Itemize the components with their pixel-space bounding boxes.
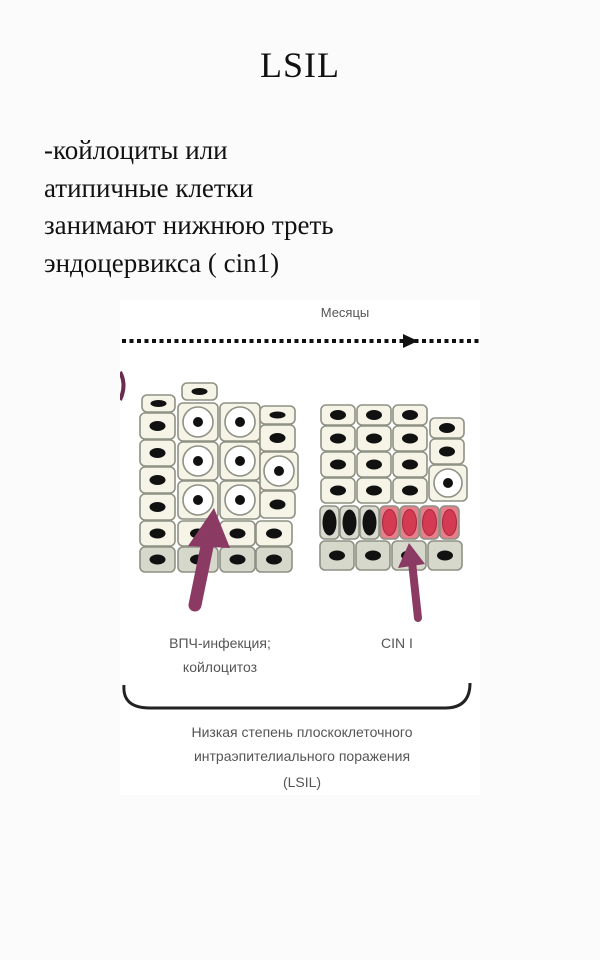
nucleus bbox=[342, 509, 357, 536]
nucleus bbox=[229, 554, 246, 565]
nucleus bbox=[274, 466, 284, 476]
nucleus bbox=[193, 417, 203, 427]
nucleus bbox=[366, 433, 382, 444]
nucleus bbox=[149, 475, 166, 485]
nucleus bbox=[439, 423, 455, 433]
nucleus bbox=[362, 509, 377, 536]
nucleus bbox=[149, 528, 166, 539]
nucleus bbox=[322, 509, 337, 536]
nucleus bbox=[193, 495, 203, 505]
caption-line3: (LSIL) bbox=[283, 774, 321, 790]
nucleus bbox=[442, 509, 457, 536]
nucleus bbox=[269, 411, 286, 419]
nucleus bbox=[269, 499, 286, 510]
caption-line1: Низкая степень плоскоклеточного bbox=[191, 724, 412, 740]
nucleus bbox=[191, 388, 208, 395]
grouping-brace bbox=[122, 682, 472, 710]
right-label-cin1: CIN I bbox=[381, 635, 413, 651]
nucleus bbox=[330, 410, 346, 420]
caption-line2: интраэпителиального поражения bbox=[194, 748, 410, 764]
cell-groups bbox=[139, 382, 468, 573]
nucleus bbox=[149, 448, 166, 458]
nucleus bbox=[366, 485, 382, 496]
lsil-diagram: Месяцы ВПЧ-инфекция; койлоцитоз CIN I Ни… bbox=[120, 300, 480, 795]
nucleus bbox=[235, 495, 245, 505]
arrows bbox=[188, 508, 425, 622]
left-label-line2: койлоцитоз bbox=[183, 659, 257, 675]
nucleus bbox=[266, 554, 282, 565]
nucleus bbox=[366, 459, 382, 470]
nucleus bbox=[365, 550, 381, 561]
nucleus bbox=[235, 456, 245, 466]
nucleus bbox=[402, 410, 418, 420]
nucleus bbox=[193, 456, 203, 466]
left-label-line1: ВПЧ-инфекция; bbox=[169, 635, 271, 651]
nucleus bbox=[229, 528, 246, 539]
nucleus bbox=[329, 550, 345, 561]
nucleus bbox=[366, 410, 382, 420]
nucleus bbox=[150, 400, 167, 407]
body-line: занимают нижнюю треть bbox=[44, 210, 334, 240]
time-axis-arrowhead bbox=[403, 334, 418, 348]
nucleus bbox=[402, 485, 418, 496]
nucleus bbox=[330, 459, 346, 470]
right-arrow-head bbox=[398, 543, 425, 568]
nucleus bbox=[266, 528, 282, 539]
nucleus bbox=[382, 509, 397, 536]
nucleus bbox=[149, 554, 166, 565]
body-line: -койлоциты или bbox=[44, 135, 228, 165]
right-arrow-shaft bbox=[408, 558, 422, 622]
nucleus bbox=[437, 550, 453, 561]
body-line: атипичные клетки bbox=[44, 172, 254, 203]
nucleus bbox=[402, 509, 417, 536]
nucleus bbox=[402, 459, 418, 470]
nucleus bbox=[149, 502, 166, 512]
slide-body-text: -койлоциты или атипичные клетки занимают… bbox=[44, 132, 334, 282]
nucleus bbox=[330, 433, 346, 444]
nucleus bbox=[269, 433, 286, 443]
nucleus bbox=[439, 446, 455, 457]
axis-label-months: Месяцы bbox=[321, 305, 370, 320]
purple-edge-mark bbox=[120, 371, 126, 401]
nucleus bbox=[235, 417, 245, 427]
nucleus bbox=[402, 433, 418, 444]
nucleus bbox=[330, 485, 346, 496]
slide-title: LSIL bbox=[260, 45, 340, 85]
nucleus bbox=[443, 478, 453, 488]
left-arrow-head bbox=[188, 508, 230, 548]
nucleus bbox=[422, 509, 437, 536]
body-line: эндоцервикса ( cin1) bbox=[44, 247, 280, 278]
nucleus bbox=[149, 421, 166, 431]
